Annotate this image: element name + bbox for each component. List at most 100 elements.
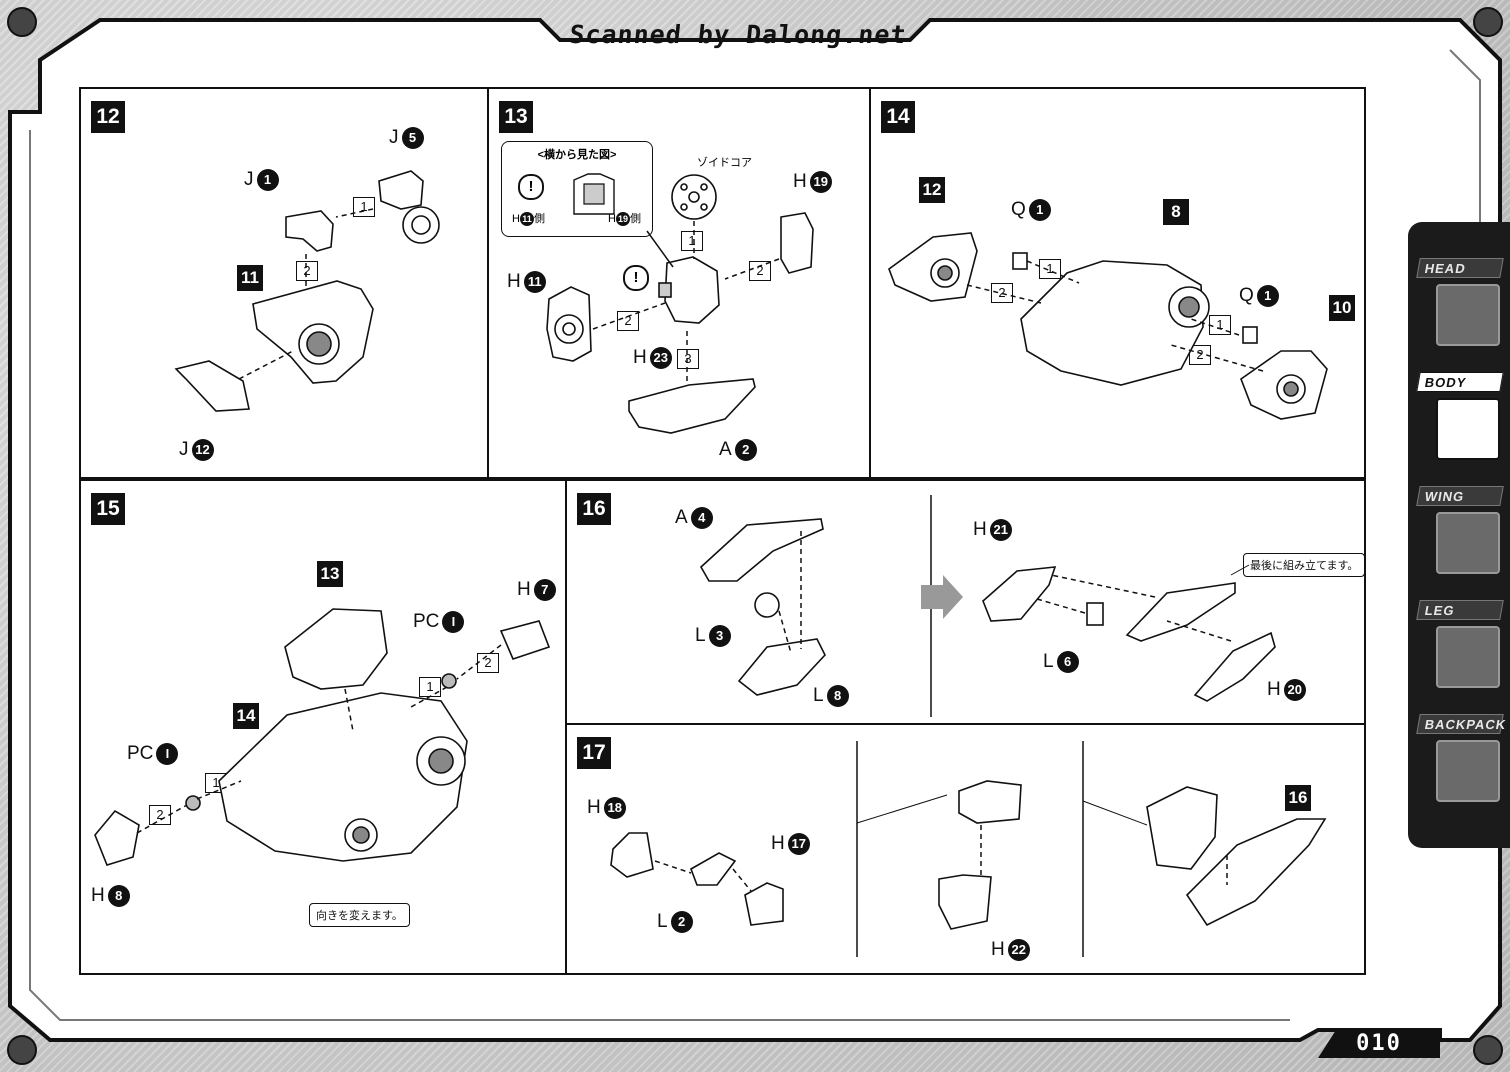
part-letter: H [633,347,647,368]
sequence-2: 2 [617,311,639,331]
part-letter: L [657,911,668,932]
tab-backpack[interactable]: BACKPACK [1416,714,1508,808]
part-number: 1 [256,169,279,191]
part-number: 7 [533,579,556,601]
part-number: 6 [1056,651,1079,673]
part-letter: J [179,439,189,460]
part-letter: PC [127,743,154,764]
tab-head[interactable]: HEAD [1416,258,1504,352]
page-number: 010 [1318,1030,1440,1058]
tab-wing-label: WING [1416,486,1504,506]
part-number: 11 [523,271,546,293]
zoid-core-label: ゾイドコア [697,157,752,169]
sequence-1: 1 [1039,259,1061,279]
part-number: 19 [615,212,630,226]
step-17-illustration [610,741,1327,957]
part-letter: A [675,507,688,528]
part-letter: H [91,885,105,906]
part-number: 17 [787,833,810,855]
step-15-number: 15 [91,493,125,525]
subassembly-13: 13 [317,561,343,587]
part-letter: L [813,685,824,706]
arrow-right-icon [921,575,963,619]
step-12-illustration [174,170,440,412]
step-17-number: 17 [577,737,611,769]
tab-leg[interactable]: LEG [1416,600,1504,694]
part-letter: H [793,171,807,192]
assemble-last-note: 最後に組み立てます。 [1243,553,1366,577]
tab-leg-label: LEG [1416,600,1504,620]
step-14-illustration [888,232,1328,420]
body-icon [1436,398,1500,460]
part-letter: J [389,127,399,148]
part-number: 21 [989,519,1012,541]
head-icon [1436,284,1500,346]
part-letter: H [507,271,521,292]
part-number: 18 [603,797,626,819]
part-letter: PC [413,611,440,632]
part-letter: Q [1239,285,1254,306]
tab-body[interactable]: BODY [1416,372,1504,466]
side-view-title: <横から見た図> [537,149,617,161]
orientation-note: 向きを変えます。 [309,903,410,927]
part-number: 20 [1283,679,1306,701]
leg-icon [1436,626,1500,688]
part-number: 8 [107,885,130,907]
part-letter: H [1267,679,1281,700]
part-number: 23 [649,347,672,369]
step-12-number: 12 [91,101,125,133]
part-letter: H [608,213,616,225]
part-letter: L [695,625,706,646]
side-suffix: 側 [629,213,641,225]
sequence-2: 2 [296,261,318,281]
part-number: 11 [519,212,534,226]
corner-ornament-top-right [1473,7,1503,37]
part-letter: L [1043,651,1054,672]
subassembly-8: 8 [1163,199,1189,225]
step-13-illustration [546,174,814,434]
sequence-3: 3 [677,349,699,369]
side-suffix: 側 [533,213,545,225]
part-number: I [442,611,465,633]
part-number: 3 [708,625,731,647]
subassembly-11: 11 [237,265,263,291]
tab-backpack-label: BACKPACK [1416,714,1508,734]
corner-ornament-top-left [7,7,37,37]
part-number: 19 [809,171,832,193]
step-15-illustration [94,608,551,866]
sequence-2: 2 [1189,345,1211,365]
tab-wing[interactable]: WING [1416,486,1504,580]
step-16-number: 16 [577,493,611,525]
part-number: 12 [191,439,214,461]
part-letter: H [512,213,520,225]
part-number: I [156,743,179,765]
subassembly-16: 16 [1285,785,1311,811]
corner-ornament-bottom-right [1473,1035,1503,1065]
